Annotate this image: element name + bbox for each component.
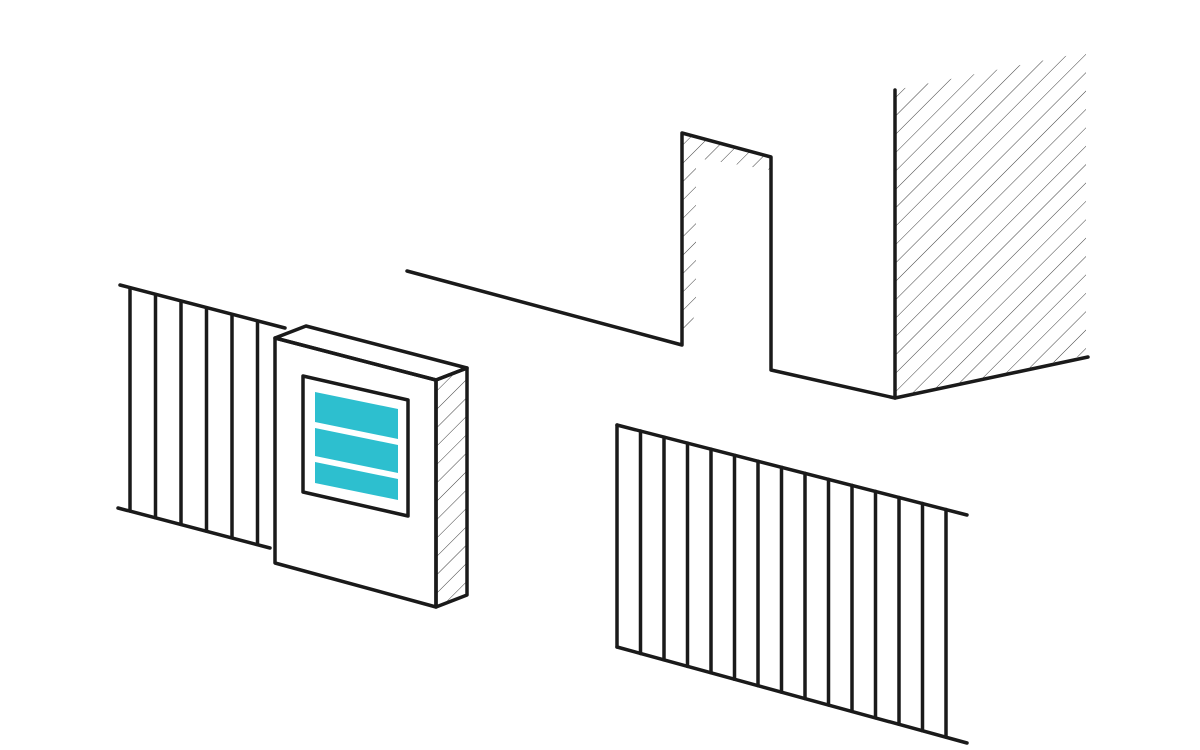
left-railing-bars [128, 286, 260, 547]
cabinet-side-hatched [436, 368, 467, 607]
cabinet-side [434, 366, 469, 609]
shelf-panel-2 [315, 428, 398, 473]
back-structure [405, 52, 1090, 400]
shelf-panel-3 [315, 462, 398, 500]
right-railing [615, 423, 969, 745]
shelf-panel-1 [315, 392, 398, 439]
left-railing [116, 283, 287, 550]
cabinet [273, 324, 469, 609]
cabinet-window [301, 374, 410, 518]
doorway-hatched-shadow [683, 133, 771, 345]
right-railing-bars [615, 423, 948, 739]
tall-block-hatched-face [895, 52, 1086, 398]
cabinet-window-shelves [315, 392, 398, 500]
cabinet-top [273, 324, 469, 382]
